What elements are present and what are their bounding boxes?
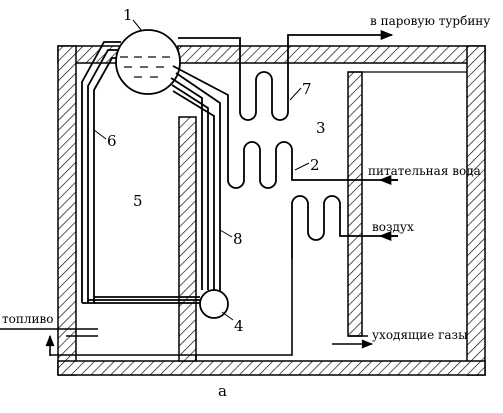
drum	[115, 29, 181, 95]
wall-left	[57, 45, 77, 376]
drum-shell	[115, 29, 181, 95]
wall-partition	[178, 116, 197, 362]
label-feed-water: питательная вода	[368, 164, 481, 178]
label-2: 2	[310, 156, 320, 174]
label-5: 5	[133, 192, 143, 210]
wall-top-right	[177, 45, 486, 64]
label-4: 4	[234, 317, 244, 335]
leader-lines	[93, 19, 310, 321]
label-steam-to-turbine: в паровую турбину	[370, 14, 490, 28]
wall-right	[466, 45, 486, 376]
label-1: 1	[123, 6, 133, 24]
caption: а	[218, 382, 227, 400]
screen-tubes	[81, 41, 200, 304]
downcomer-tubes	[170, 72, 221, 292]
label-flue-gases: уходящие газы	[372, 328, 468, 342]
label-7: 7	[302, 80, 312, 98]
wall-baffle	[347, 71, 363, 337]
label-8: 8	[233, 230, 243, 248]
drum-water-level	[120, 56, 170, 78]
air-heater-coil	[291, 195, 398, 258]
label-air: воздух	[372, 220, 414, 234]
superheater-coil	[178, 29, 394, 121]
flue-gas-exit	[332, 335, 374, 349]
economizer-coil	[172, 65, 398, 189]
label-fuel: топливо	[2, 312, 53, 326]
label-3: 3	[316, 119, 326, 137]
wall-bottom	[57, 360, 486, 376]
label-6: 6	[107, 132, 117, 150]
fuel-inlet	[0, 258, 293, 361]
